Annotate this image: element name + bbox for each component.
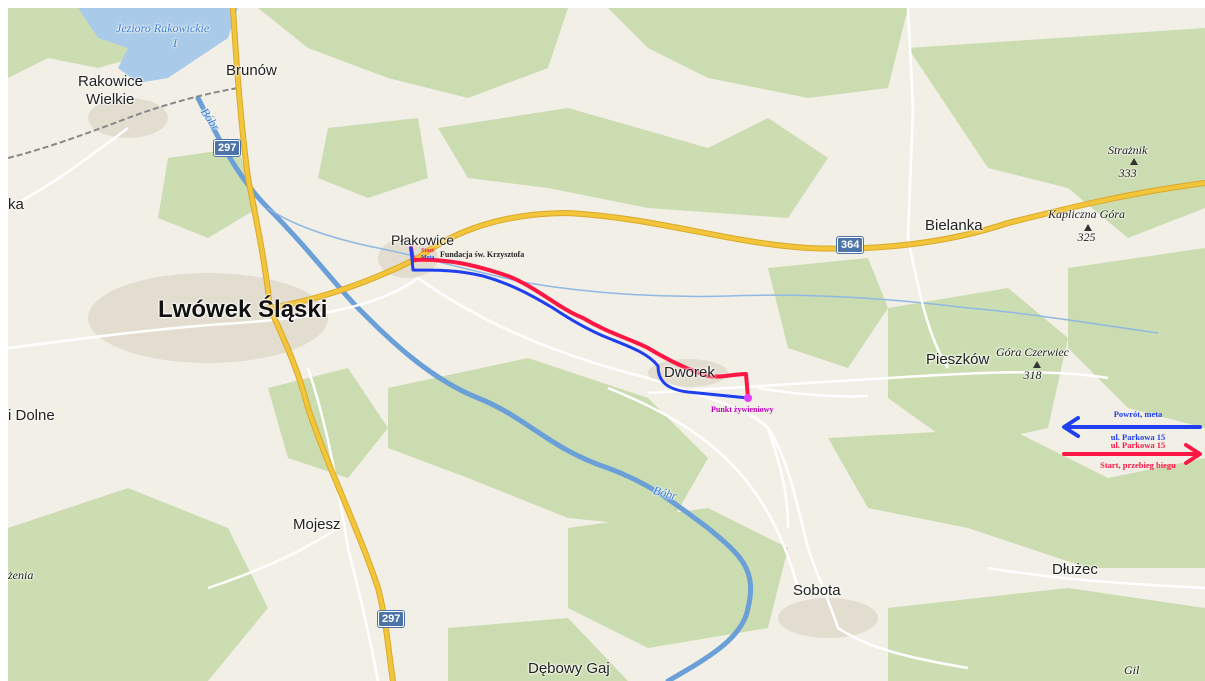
peak-name: Góra Czerwiec	[996, 345, 1069, 359]
lake-shape	[78, 8, 238, 83]
river-bobr	[195, 95, 754, 681]
city-label-lwowek-slaski: Lwówek Śląski	[158, 296, 328, 323]
town-label-edge-dolne: i Dolne	[8, 407, 55, 424]
town-label-debowy-gaj: Dębowy Gaj	[528, 660, 610, 677]
legend-start-title: Start, przebieg biegu	[1100, 460, 1176, 470]
town-label-dworek: Dworek	[664, 364, 715, 381]
town-label-edge-zenia: żenia	[8, 568, 34, 582]
town-label-wielkie: Wielkie	[86, 91, 135, 108]
town-label-dluzec: Dłużec	[1052, 561, 1098, 578]
lake-label: Jezioro Rakowickie	[116, 21, 210, 35]
feeding-point-label: Punkt żywieniowy	[711, 405, 774, 414]
route-start-label: Start	[421, 248, 434, 254]
peak-elevation: 325	[1077, 230, 1096, 244]
peak-elevation: 318	[1023, 368, 1042, 382]
route-return-line	[409, 246, 750, 400]
route-start-line	[409, 246, 750, 400]
town-label-bielanka: Bielanka	[925, 217, 983, 234]
peak-name: Kapliczna Góra	[1048, 207, 1126, 221]
fundacja-label: Fundacja św. Krzysztofa	[440, 250, 525, 259]
town-label-rakowice: Rakowice	[78, 73, 144, 90]
lake-number-label: I	[173, 36, 177, 50]
race-route	[409, 246, 752, 402]
peak-elevation: 333	[1118, 166, 1137, 180]
town-label-plakowice: Płakowice	[391, 232, 455, 248]
road-shield-364: 364	[837, 237, 864, 253]
peak-label-straznik: Strażnik 333	[1108, 143, 1147, 181]
legend-start-address: ul. Parkowa 15	[1110, 440, 1166, 450]
peak-markers	[1033, 158, 1138, 368]
town-label-brunow: Brunów	[226, 62, 277, 79]
road-shield-297-south: 297	[378, 611, 405, 627]
map-view[interactable]: Jezioro Rakowickie I Bóbr Bóbr 297 364 2…	[8, 8, 1205, 681]
map-canvas	[8, 8, 1205, 681]
river-bobr-branch	[267, 207, 1159, 334]
town-label-pieszkow: Pieszków	[926, 351, 990, 368]
road-shield-297-north: 297	[214, 140, 241, 156]
minor-roads	[8, 8, 1205, 681]
town-label-sobota: Sobota	[793, 582, 841, 599]
legend-return-address: ul. Parkowa 15	[1110, 432, 1166, 442]
legend-start-arrow	[1062, 443, 1202, 465]
legend-arrows	[1062, 416, 1202, 465]
peak-label-gora-czerwiec: Góra Czerwiec 318	[996, 345, 1069, 383]
legend-return-arrow	[1062, 416, 1202, 438]
town-label-edge-ka: ka	[8, 196, 24, 213]
forest-areas	[8, 8, 1205, 681]
feeding-point-marker[interactable]	[744, 394, 752, 402]
peak-name: Strażnik	[1108, 143, 1148, 157]
route-finish-label: Meta	[421, 255, 435, 261]
peak-label-kapliczna-gora: Kapliczna Góra 325	[1048, 207, 1125, 245]
peak-label-gil: Gil	[1124, 663, 1140, 677]
railway	[8, 87, 239, 159]
town-label-mojesz: Mojesz	[293, 516, 341, 533]
legend-return-title: Powrót, meta	[1113, 409, 1163, 419]
